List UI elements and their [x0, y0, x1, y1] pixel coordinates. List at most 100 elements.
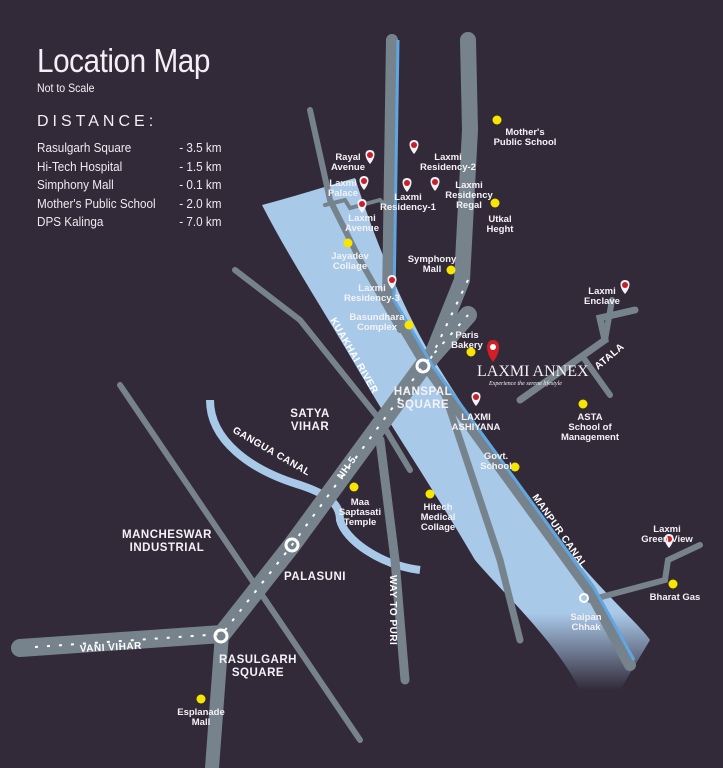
- landmark-label-line: School: [480, 461, 512, 472]
- junction-label-line: HANSPAL: [394, 386, 452, 398]
- road-green-view: [587, 542, 703, 603]
- landmark-label-line: Collage: [333, 261, 367, 272]
- residential-pin[interactable]: [430, 177, 440, 191]
- junction-label-line: Chhak: [571, 622, 601, 633]
- road-dashes: [34, 279, 469, 648]
- pin-center-icon: [361, 178, 367, 184]
- residential-pin[interactable]: [620, 280, 630, 294]
- distance-place: Rasulgarh Square: [37, 140, 132, 155]
- junction-ring-icon[interactable]: [579, 593, 589, 603]
- distance-value: - 2.0 km: [179, 195, 222, 211]
- landmark-label-line: Medical: [421, 512, 456, 523]
- pin-center-icon: [411, 142, 417, 148]
- road-atala-branch: [582, 357, 613, 398]
- junction-ring-icon[interactable]: [284, 537, 300, 553]
- landmark-dot-icon[interactable]: [446, 265, 456, 275]
- junction-ring-icon[interactable]: [415, 358, 431, 374]
- landmark-label-line: Collage: [421, 522, 455, 533]
- distance-row: Rasulgarh Square - 3.5 km: [37, 140, 221, 159]
- distance-value: - 3.5 km: [179, 140, 222, 155]
- landmark-dot-icon[interactable]: [349, 482, 359, 492]
- distance-place: Hi-Tech Hospital: [37, 158, 123, 174]
- landmark-label-line: Heght: [487, 224, 515, 235]
- landmark-dot-icon[interactable]: [510, 462, 520, 472]
- map-title: Location Map: [37, 42, 210, 79]
- landmark-dot-icon[interactable]: [668, 579, 678, 589]
- residential-pin[interactable]: [402, 178, 412, 192]
- road-way-to-puri: [375, 435, 410, 685]
- landmark-dot-icon[interactable]: [343, 238, 353, 248]
- residential-pin-label-line: Laxmi: [434, 152, 461, 163]
- residential-pin-label-line: Enclave: [584, 296, 620, 307]
- landmark-label-line: Esplanade: [177, 707, 225, 718]
- residential-pin-label-line: Laxmi: [329, 178, 356, 189]
- road-north-west: [307, 107, 403, 333]
- residential-pin[interactable]: [387, 275, 397, 289]
- distance-place: Mother's Public School: [37, 195, 156, 211]
- distance-place: DPS Kalinga: [37, 214, 104, 229]
- junction-label: PALASUNI: [284, 571, 346, 583]
- landmark-label-line: Utkal: [488, 214, 511, 225]
- road-rasulgarh-south: [205, 627, 229, 768]
- area-label-line: INDUSTRIAL: [130, 542, 205, 554]
- landmark-dot-icon[interactable]: [425, 489, 435, 499]
- junction-ring-icon[interactable]: [213, 628, 229, 644]
- road-north: [422, 32, 479, 368]
- residential-pin[interactable]: [365, 150, 375, 164]
- residential-pin[interactable]: [409, 140, 419, 154]
- landmark-label-line: ASTA: [577, 412, 602, 423]
- distance-value: - 7.0 km: [179, 214, 222, 229]
- residential-pin[interactable]: [357, 199, 367, 213]
- landmark-label-line: Mother's: [505, 127, 544, 138]
- road-atala: [516, 306, 639, 404]
- landmark-label-line: Public School: [494, 137, 557, 148]
- residential-pin[interactable]: [359, 176, 369, 190]
- landmark-label-line: Saptasati: [339, 507, 381, 518]
- landmark-label-line: Bakery: [451, 340, 483, 351]
- road-label-way-to_puri: WAY TO PURI: [387, 575, 398, 645]
- residential-pin[interactable]: [471, 392, 481, 406]
- map-subtitle: Not to Scale: [37, 81, 95, 95]
- project-tagline: Experience the serene lifestyle: [488, 380, 562, 387]
- landmark-label-line: Symphony: [408, 254, 457, 265]
- pin-center-icon: [367, 152, 373, 158]
- residential-pin-label-line: Laxmi: [358, 283, 385, 294]
- pin-center-icon: [432, 179, 438, 185]
- landmark-dot-icon[interactable]: [492, 115, 502, 125]
- landmark-dot-icon[interactable]: [404, 320, 414, 330]
- landmark-label-line: School of: [568, 422, 612, 433]
- distance-row: DPS Kalinga - 7.0 km: [37, 214, 221, 233]
- residential-pin-label-line: Laxmi: [653, 524, 680, 535]
- residential-pin-label-line: Residency-3: [344, 293, 400, 304]
- residential-pin-label-line: Laxmi: [588, 286, 615, 297]
- landmark-dot-icon[interactable]: [578, 399, 588, 409]
- landmark-label-line: Complex: [357, 322, 398, 333]
- canal: [392, 39, 636, 661]
- distance-row: Simphony Mall- 0.1 km: [37, 177, 221, 196]
- landmark-dot-icon[interactable]: [466, 347, 476, 357]
- road-river-east: [436, 376, 524, 644]
- distance-place: Simphony Mall: [37, 177, 114, 192]
- residential-pin[interactable]: [664, 534, 674, 548]
- landmark-dot-icon[interactable]: [490, 198, 500, 208]
- area-label-line: SATYA: [290, 408, 330, 420]
- landmark-dot-icon[interactable]: [196, 694, 206, 704]
- residential-pin-label-line: Avenue: [331, 162, 365, 173]
- laxmi-annex-logo: LAXMI ANNEX Experience the serene lifest…: [477, 340, 589, 387]
